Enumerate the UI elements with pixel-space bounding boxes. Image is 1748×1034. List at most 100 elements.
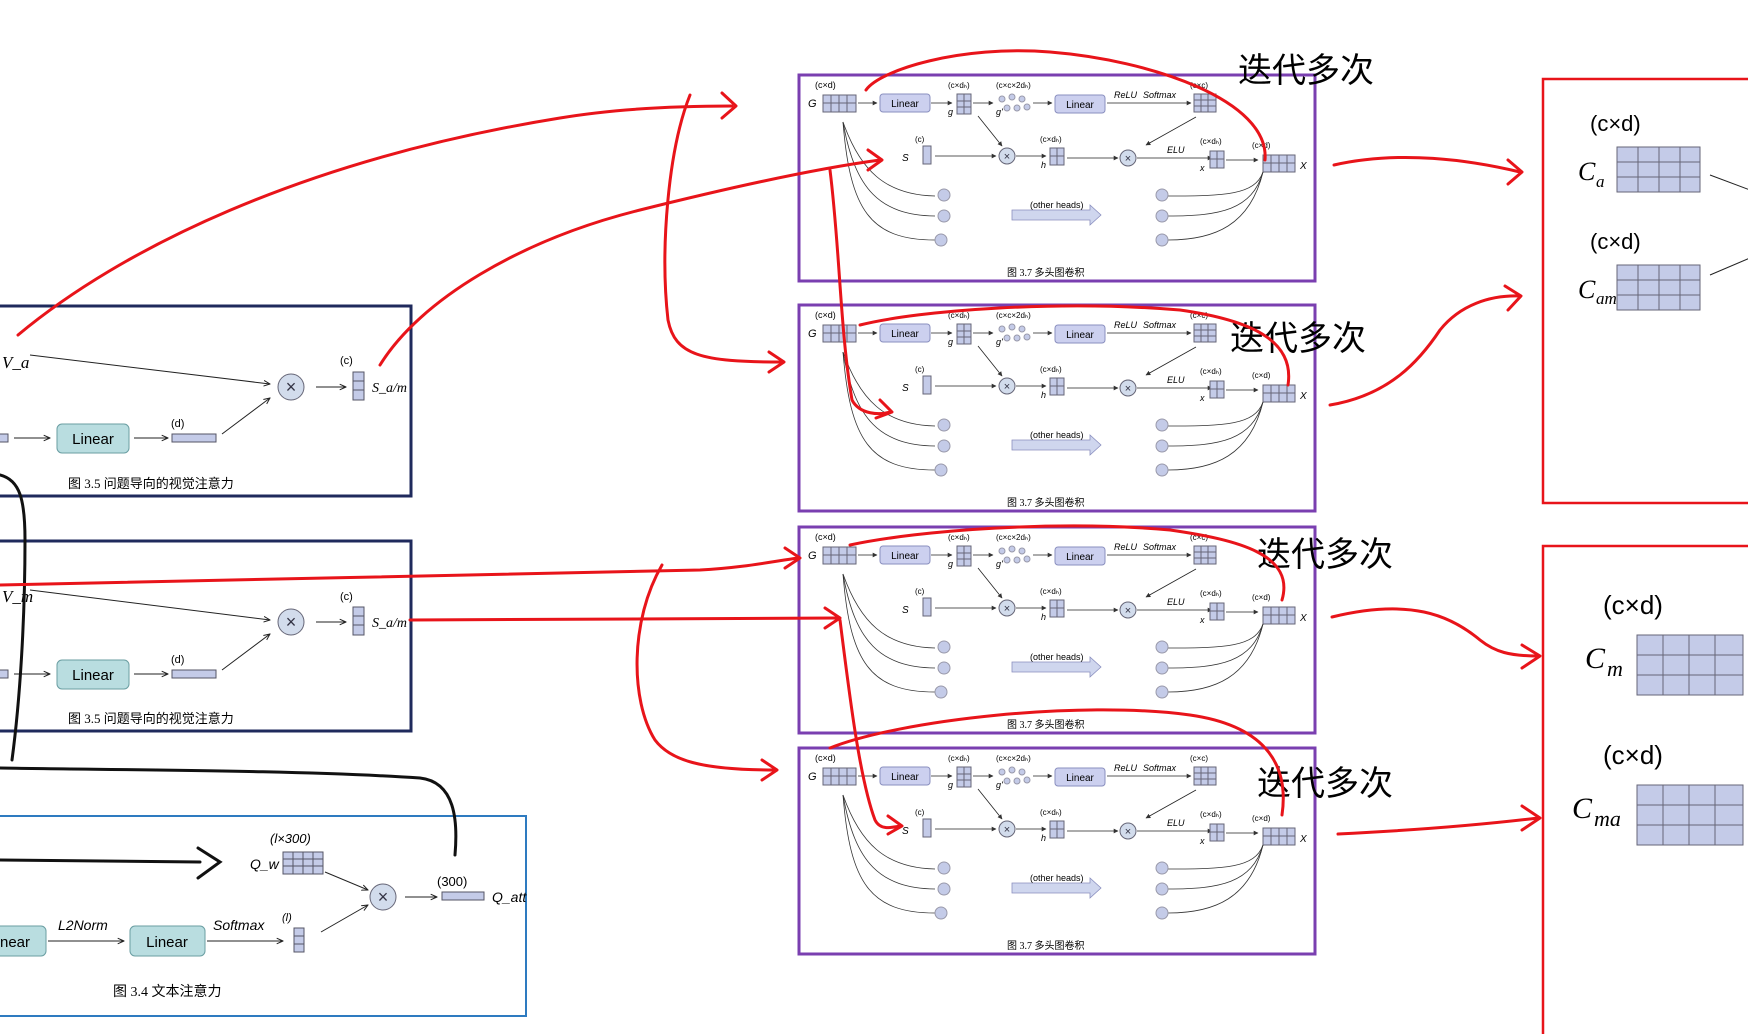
svg-text:×: × — [378, 887, 389, 907]
g-label: G — [808, 98, 817, 110]
linear-box — [129, 925, 206, 957]
ca-sub: a — [1596, 172, 1605, 191]
vm-d-dim: (d) — [171, 654, 184, 666]
cxd2-dim: (c×d) — [1252, 141, 1271, 150]
svg-text:×: × — [1125, 153, 1131, 165]
lx300-dim: (l×300) — [270, 831, 311, 846]
cm-sub: m — [1607, 656, 1623, 681]
head-curves — [842, 121, 1264, 241]
p300-dim: (300) — [437, 874, 467, 889]
h-label: h — [1041, 160, 1046, 170]
multiply-op — [277, 373, 305, 401]
cxdh-dim: (c×dₕ) — [948, 81, 970, 90]
iter-label-2: 迭代多次 — [1230, 319, 1366, 359]
head-nodes — [934, 188, 1169, 247]
softmax-label: Softmax — [1143, 90, 1177, 100]
qw-label: Q_w — [250, 856, 280, 872]
qatt-label: Q_att — [492, 889, 527, 905]
softmax-label: Softmax — [213, 917, 265, 933]
multiply-op — [277, 608, 305, 636]
grid-icon — [1616, 264, 1701, 311]
grid-icon — [1262, 154, 1296, 173]
multiply-op — [369, 883, 397, 911]
cxcx2dh-dim: (c×c×2dₕ) — [996, 81, 1031, 90]
elu-label: ELU — [1167, 145, 1185, 155]
svg-text:×: × — [286, 377, 297, 397]
iter-label-1: 迭代多次 — [1238, 51, 1374, 91]
multi-head-graph-conv-panel-3 — [799, 527, 1315, 733]
cam-dim: (c×d) — [1590, 229, 1641, 254]
vm-c-dim: (c) — [340, 591, 353, 603]
va-input-label: V_a — [2, 353, 29, 372]
ca-label: C — [1578, 157, 1596, 186]
vm-input-label: V_m — [2, 587, 33, 606]
multiply-op — [1119, 149, 1137, 167]
cma-sub: ma — [1594, 806, 1621, 831]
grid-icon — [956, 93, 972, 115]
svg-text:×: × — [286, 612, 297, 632]
va-c-dim: (c) — [340, 355, 353, 367]
linear-box — [56, 423, 130, 454]
grid-icon — [1209, 150, 1225, 169]
grid-icon — [1616, 146, 1701, 193]
other-heads-arrow — [1011, 204, 1102, 226]
linear-box — [879, 93, 931, 113]
vector-icon — [293, 927, 305, 953]
cxdh-dim-2: (c×dₕ) — [1040, 135, 1062, 144]
linear-box — [56, 659, 130, 690]
s-label: S — [902, 153, 909, 164]
cxc-dim: (c×c) — [1190, 81, 1208, 90]
grid-icon — [1049, 147, 1065, 166]
x-sub-label: x — [1199, 163, 1205, 173]
vm-output-label: S_a/m — [372, 616, 407, 631]
cm-label: C — [1585, 642, 1606, 675]
text-attention-panel: (l×300) Q_w × (300) Q_att near L2Norm Li… — [0, 815, 527, 1017]
text-caption: 图 3.4 文本注意力 — [113, 983, 222, 1000]
grid-icon — [282, 851, 324, 875]
grid-icon — [1636, 784, 1744, 846]
vector-icon — [352, 371, 365, 401]
red-annotation-arrows — [0, 49, 1542, 836]
cxdh-dim-3: (c×dₕ) — [1200, 137, 1222, 146]
l-dim: (l) — [282, 912, 292, 924]
va-attention-panel: V_a × (c) S_a/m Linear (d) 图 3.5 问题导向的视觉… — [0, 304, 413, 498]
multi-head-graph-conv-panel: (c×d) G Linear (c×dₕ) g (c×c×2dₕ) g' Lin… — [797, 73, 1317, 283]
c-dim: (c) — [915, 135, 925, 144]
linear2-label: Linear — [1066, 100, 1094, 111]
g-sub-label: g — [948, 107, 953, 117]
vm-attention-panel: V_m × (c) S_a/m Linear (d) 图 3.5 问题导向的视觉… — [0, 539, 413, 733]
near-label: near — [0, 934, 30, 951]
cm-dim: (c×d) — [1603, 590, 1663, 620]
black-annotation-strokes — [0, 473, 458, 880]
vm-linear-label: Linear — [72, 667, 114, 684]
cam-label: C — [1578, 275, 1596, 304]
output-panel-bottom: (c×d) C m (c×d) C ma — [1541, 544, 1748, 1034]
text-linear-label: Linear — [146, 934, 188, 951]
vm-caption: 图 3.5 问题导向的视觉注意力 — [68, 711, 234, 726]
grid-icon — [1636, 634, 1744, 696]
gprime-label: g' — [996, 107, 1003, 117]
cma-dim: (c×d) — [1603, 740, 1663, 770]
va-caption: 图 3.5 问题导向的视觉注意力 — [68, 476, 234, 491]
linear-box — [0, 925, 47, 957]
vector-icon — [352, 606, 365, 636]
iter-label-3: 迭代多次 — [1257, 535, 1393, 575]
va-linear-label: Linear — [72, 431, 114, 448]
cma-label: C — [1572, 792, 1593, 825]
relu-label: ReLU — [1114, 90, 1138, 100]
va-output-label: S_a/m — [372, 381, 407, 396]
cxd-dim: (c×d) — [815, 80, 836, 90]
X-output-label: X — [1299, 161, 1307, 172]
grid-icon — [1193, 93, 1217, 113]
cam-sub: am — [1596, 289, 1617, 308]
mhgc-caption: 图 3.7 多头图卷积 — [1007, 266, 1085, 279]
node-cluster-icon — [998, 93, 1031, 112]
va-d-dim: (d) — [171, 418, 184, 430]
multi-head-graph-conv-panel-4 — [799, 748, 1315, 954]
grid-icon — [822, 94, 857, 113]
multiply-op — [998, 147, 1016, 165]
linear-box — [1054, 94, 1106, 114]
l2norm-label: L2Norm — [58, 917, 108, 933]
output-panel-top: (c×d) C a (c×d) C am — [1541, 77, 1748, 505]
